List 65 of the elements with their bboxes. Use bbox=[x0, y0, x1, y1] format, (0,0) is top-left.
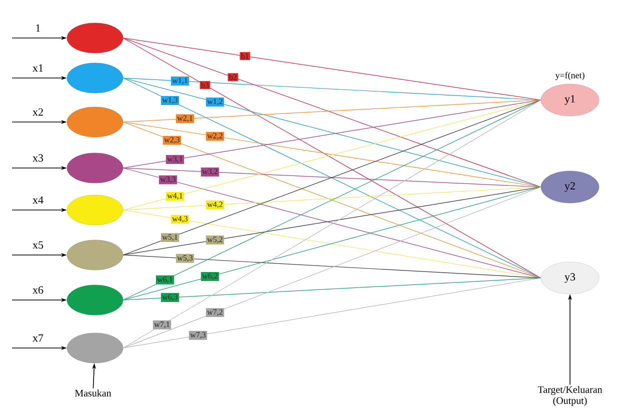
weight-line bbox=[122, 122, 542, 278]
weight-line bbox=[122, 78, 542, 100]
weight-label: w6,2 bbox=[200, 272, 220, 281]
input-ellipse bbox=[66, 240, 124, 270]
weight-label: w3,2 bbox=[200, 168, 220, 176]
input-ellipse bbox=[66, 284, 124, 316]
text-label: Masukan bbox=[74, 389, 112, 396]
weight-line bbox=[122, 38, 542, 278]
weight-line bbox=[122, 38, 542, 188]
weight-line bbox=[122, 278, 542, 348]
weight-line bbox=[122, 100, 542, 348]
weight-label: w5,2 bbox=[206, 236, 224, 244]
input-label: x3 bbox=[32, 154, 44, 162]
weight-label: w2,2 bbox=[206, 132, 224, 141]
weight-line bbox=[122, 186, 542, 256]
input-label: x4 bbox=[32, 196, 44, 204]
weight-line bbox=[122, 100, 542, 122]
weight-line bbox=[122, 100, 542, 300]
input-ellipse bbox=[66, 194, 124, 226]
input-ellipse bbox=[66, 62, 124, 94]
weight-label: w5,1 bbox=[160, 233, 180, 242]
weight-label: w1,3 bbox=[160, 96, 180, 105]
weight-line bbox=[122, 78, 542, 188]
weight-line bbox=[122, 78, 542, 278]
weight-label: w2,3 bbox=[162, 136, 182, 145]
input-ellipse bbox=[66, 152, 124, 184]
weight-label: w2,1 bbox=[176, 114, 194, 124]
weight-label: w1,1 bbox=[170, 76, 190, 86]
weight-label: w7,1 bbox=[152, 320, 172, 330]
input-ellipse bbox=[66, 332, 124, 364]
function-label: y=f(net) bbox=[555, 72, 584, 80]
weight-line bbox=[122, 186, 542, 300]
weight-line bbox=[122, 254, 542, 278]
input-label: 1 bbox=[36, 24, 40, 32]
weight-label: w4,2 bbox=[206, 200, 224, 210]
input-label: x1 bbox=[32, 64, 43, 72]
weight-label: w4,1 bbox=[166, 192, 184, 201]
weight-label: b1 bbox=[240, 52, 250, 60]
text-label: Target/Keluaran (Output) bbox=[538, 386, 602, 406]
weight-label: w3,1 bbox=[166, 155, 184, 164]
weight-line bbox=[122, 168, 542, 278]
weight-label: w1,2 bbox=[206, 98, 224, 106]
input-ellipse bbox=[66, 106, 124, 138]
weight-label: b2 bbox=[228, 73, 238, 82]
input-label: x7 bbox=[32, 334, 44, 342]
weight-label: w3,3 bbox=[158, 175, 178, 184]
weight-label: w4,3 bbox=[170, 214, 190, 224]
weight-label: w7,3 bbox=[188, 330, 208, 340]
weight-line bbox=[122, 186, 542, 348]
input-label: x2 bbox=[32, 108, 43, 116]
weight-label: w6,1 bbox=[156, 275, 174, 284]
weight-line bbox=[122, 168, 542, 188]
weight-label: b3 bbox=[200, 81, 210, 90]
weight-line bbox=[122, 100, 542, 168]
weight-label: w7,2 bbox=[206, 308, 224, 318]
weight-label: w6,3 bbox=[160, 293, 180, 302]
weight-line bbox=[122, 100, 542, 210]
input-label: x6 bbox=[32, 286, 44, 294]
input-label: x5 bbox=[32, 241, 44, 249]
weight-line bbox=[122, 100, 542, 256]
weight-line bbox=[122, 278, 542, 300]
weight-label: w5,3 bbox=[176, 254, 194, 263]
input-ellipse bbox=[66, 22, 124, 54]
weight-line bbox=[122, 210, 542, 278]
weight-line bbox=[122, 186, 542, 210]
